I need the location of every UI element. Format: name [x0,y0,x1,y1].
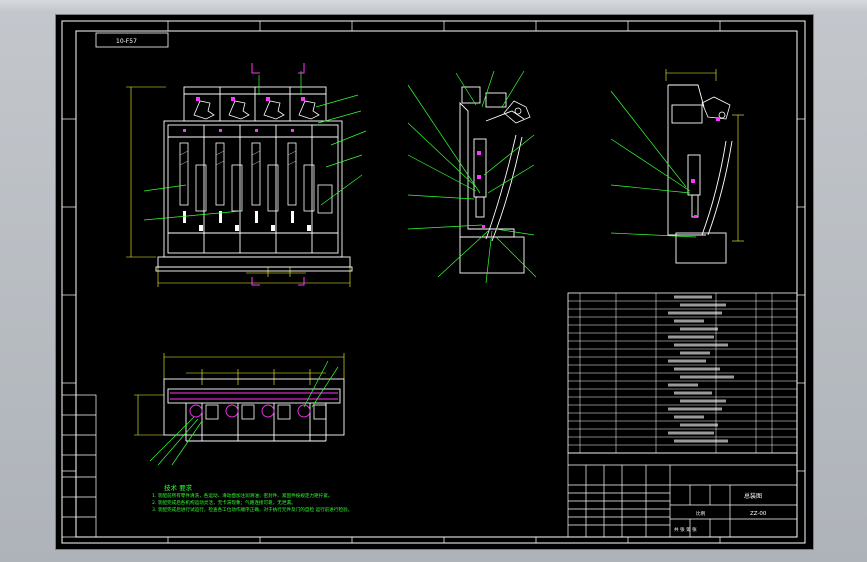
drawing-title: 总装图 [744,492,762,500]
plan-view-station-rings [189,404,311,418]
side-section-leaders [407,70,537,284]
upper-hood-frame [183,86,327,122]
parts-table-cell-text [668,311,722,315]
notes-title: 技术 要求 [164,483,193,492]
main-front-view[interactable] [126,63,367,287]
plan-view-rails [170,392,338,400]
parts-table-cell-text [680,303,726,307]
parts-table-cell-text [674,319,704,323]
parts-table-cell-text [674,343,728,347]
plan-view-station-bodies [205,404,327,420]
note-line-2: 2. 装配完成后各机构运动灵活，无卡滞现象；气路连接可靠，无泄漏。 [152,499,296,506]
plan-view[interactable] [134,353,345,466]
parts-table-cell-text [680,399,726,403]
scale-label: 比例 [696,510,706,517]
parts-table-cell-text [674,415,704,419]
station-cylinders [179,142,333,214]
right-section-markers [691,117,720,218]
parts-table-cell-text [674,439,728,443]
top-grippers [193,100,320,120]
parts-table-cell-text [674,295,712,299]
station-hatching [179,150,297,166]
right-section-dimensions [665,69,744,242]
note-line-3: 3. 装配完成后进行试运行，检查各工位动作顺序正确，对于执行元件及门的自检 运行… [152,506,352,513]
right-section-gripper [701,96,731,120]
parts-table-cell-text [668,383,698,387]
parts-table-cell-text [674,367,720,371]
main-cabinet-frame [155,120,353,272]
parts-table-cell-text [680,375,734,379]
plan-view-leaders [149,360,339,466]
parts-table-cell-text [668,407,722,411]
right-section-leaders [610,90,697,238]
parts-table-cell-text [668,431,714,435]
parts-table-cell-text [680,423,718,427]
side-section-frame [459,86,525,274]
plan-view-dimensions [134,353,345,436]
side-section-view[interactable] [407,70,537,284]
cad-drawing-canvas[interactable]: 10-F57 [56,15,813,549]
drawing-frame [61,20,806,544]
drawing-viewport[interactable]: 10-F57 [55,14,814,550]
top-left-code: 10-F57 [116,38,137,45]
title-block[interactable]: 总装图 ZZ-00 比例 共 张 第 张 [567,452,798,538]
top-left-code-box: 10-F57 [95,32,169,48]
parts-list-table[interactable] [567,292,798,454]
left-side-strip [61,394,97,538]
parts-table-cell-text [674,391,712,395]
sheet-label: 共 张 第 张 [674,526,697,533]
side-section-markers [477,151,485,228]
main-view-dimensions [126,86,351,287]
right-section-view[interactable] [610,69,744,264]
drawing-number: ZZ-00 [750,511,767,517]
parts-table-cell-text [668,335,714,339]
side-section-gripper [503,100,531,124]
main-view-section-arrows [251,63,305,286]
parts-table-cell-text [680,351,710,355]
note-line-1: 1. 装配前所有零件清洗，各运动、滑动面加注润滑油；密封件、紧固件按规定力矩拧紧… [152,492,332,499]
top-gripper-markers [196,97,305,101]
parts-table-cell-text [668,359,706,363]
station-nozzles [183,211,311,231]
title-block-grid [567,452,798,538]
parts-table-cell-text [680,327,718,331]
main-view-leaders [143,71,367,221]
station-pink-markers [183,129,294,132]
frame-zone-ticks [62,21,805,543]
technical-requirements: 技术 要求 1. 装配前所有零件清洗，各运动、滑动面加注润滑油；密封件、紧固件按… [152,483,352,513]
